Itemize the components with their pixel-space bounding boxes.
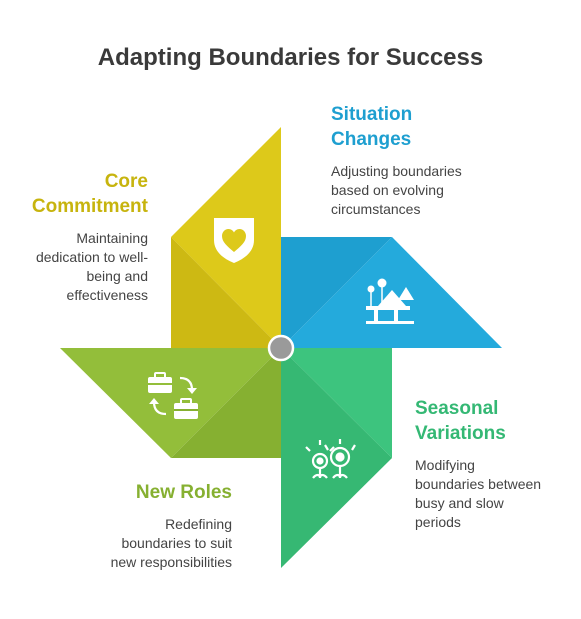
- core-commitment-heading: Core Commitment: [32, 169, 148, 219]
- core-heading-line: Core: [104, 171, 148, 192]
- core-heading-line: Commitment: [31, 196, 148, 217]
- roles-desc-line: boundaries to suit: [121, 535, 232, 551]
- page-title: Adapting Boundaries for Success: [97, 44, 484, 71]
- landscape-icon: [366, 278, 414, 324]
- roles-desc-line: new responsibilities: [110, 554, 232, 570]
- core-desc-line: being and: [86, 268, 148, 284]
- new-roles-description: Redefining boundaries to suit new respon…: [111, 515, 232, 572]
- seasonal-heading-line: Variations: [415, 423, 506, 444]
- briefcase-swap-icon: [148, 372, 198, 419]
- situation-heading-line: Changes: [331, 129, 412, 150]
- roles-blade-upper: [60, 348, 281, 458]
- seasonal-desc-line: periods: [415, 514, 461, 530]
- seasonal-variations-description: Modifying boundaries between busy and sl…: [415, 456, 541, 532]
- new-roles-heading: New Roles: [136, 480, 232, 505]
- roles-blade-lower: [171, 348, 281, 458]
- core-desc-line: effectiveness: [66, 287, 148, 303]
- core-commitment-description: Maintaining dedication to well- being an…: [36, 229, 148, 305]
- seasonal-desc-line: busy and slow: [415, 495, 504, 511]
- hub-circle: [267, 334, 295, 362]
- shield-heart-icon: [214, 218, 254, 263]
- core-blade-lower: [171, 237, 281, 348]
- situation-desc-line: circumstances: [331, 201, 421, 217]
- roles-desc-line: Redefining: [165, 516, 232, 532]
- new-roles-blade: [60, 348, 281, 458]
- seasonal-heading-line: Seasonal: [415, 398, 499, 419]
- situation-heading-line: Situation: [331, 104, 413, 125]
- seasonal-variations-heading: Seasonal Variations: [415, 396, 506, 446]
- seasonal-desc-line: Modifying: [415, 457, 475, 473]
- core-desc-line: dedication to well-: [35, 249, 148, 265]
- roles-heading-line: New Roles: [135, 482, 232, 503]
- situation-desc-line: Adjusting boundaries: [331, 163, 462, 179]
- situation-desc-line: based on evolving: [331, 182, 444, 198]
- flowers-icon: [305, 439, 356, 479]
- seasonal-desc-line: boundaries between: [415, 476, 542, 492]
- situation-changes-heading: Situation Changes: [331, 102, 412, 152]
- core-desc-line: Maintaining: [76, 230, 148, 246]
- situation-changes-description: Adjusting boundaries based on evolving c…: [331, 162, 462, 219]
